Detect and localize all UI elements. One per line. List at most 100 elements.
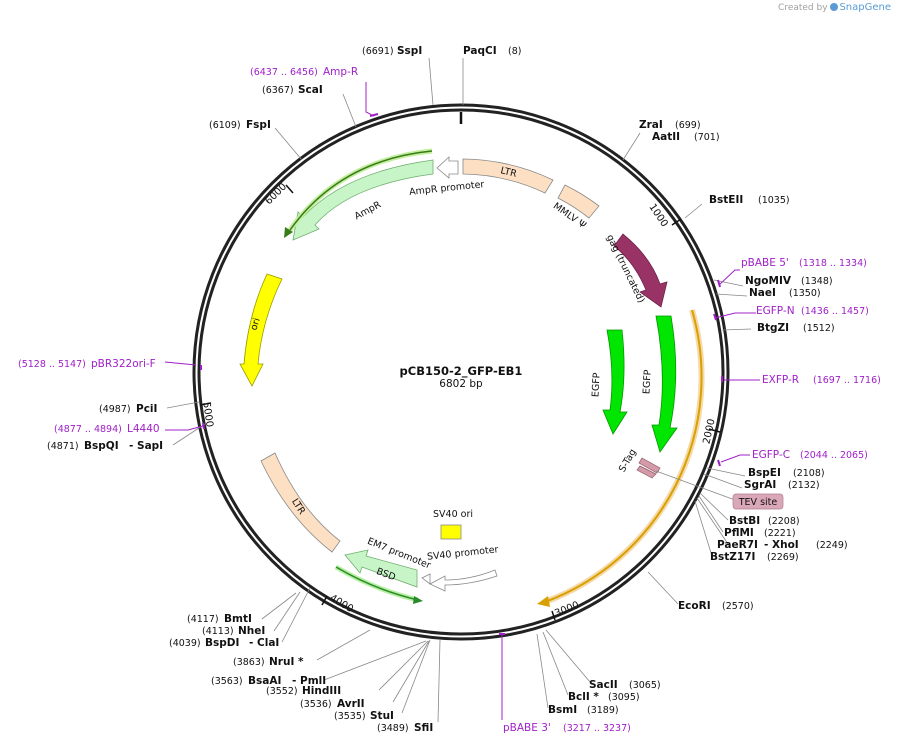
svg-text:(3065): (3065): [629, 680, 661, 691]
feature-orange-arc[interactable]: [537, 309, 705, 607]
svg-text:(6367): (6367): [262, 85, 294, 96]
svg-text:L4440: L4440: [127, 423, 160, 435]
enzyme-paer7i[interactable]: PaeR7I - XhoI (2249): [717, 539, 848, 551]
enzyme-nrui[interactable]: (3863) NruI *: [233, 656, 304, 668]
svg-text:(699): (699): [675, 120, 701, 131]
svg-text:ZraI: ZraI: [639, 119, 663, 131]
enzyme-bspdi[interactable]: (4039) BspDI - ClaI: [169, 637, 279, 649]
feature-mmlv-psi[interactable]: MMLV Ψ: [551, 184, 600, 231]
enzyme-pcii[interactable]: (4987) PciI: [99, 403, 157, 415]
svg-text:BsmI: BsmI: [548, 704, 577, 716]
enzyme-sacii[interactable]: SacII (3065): [589, 679, 661, 691]
svg-text:NgoMIV: NgoMIV: [745, 275, 792, 287]
feature-ltr-2[interactable]: LTR: [260, 452, 341, 553]
enzyme-bmti[interactable]: (4117) BmtI: [187, 613, 252, 625]
svg-text:(1035): (1035): [758, 195, 790, 206]
feature-sv40-ori[interactable]: SV40 ori: [433, 509, 473, 540]
feature-small-promoter[interactable]: [421, 573, 431, 585]
enzyme-bspqi[interactable]: (4871) BspQI - SapI: [47, 440, 163, 452]
primer-amp-r[interactable]: (6437 .. 6456) Amp-R: [250, 66, 358, 78]
tick-2000-mark: [708, 428, 721, 433]
credit-prefix: Created by: [778, 3, 828, 13]
feature-gag[interactable]: gag (truncated): [604, 233, 668, 308]
tick-6000-mark: [285, 184, 294, 194]
feature-egfp-outer[interactable]: EGFP: [641, 315, 678, 453]
feature-ampr-outer-arc[interactable]: [284, 148, 433, 238]
svg-text:- XhoI: - XhoI: [764, 539, 799, 551]
enzyme-aatii[interactable]: AatII (701): [652, 131, 720, 143]
svg-text:BstEII: BstEII: [709, 194, 743, 206]
tick-5000: 5000: [200, 401, 214, 428]
feature-ori[interactable]: ori: [239, 273, 283, 387]
primer-egfp-c[interactable]: EGFP-C (2044 .. 2065): [752, 449, 868, 461]
enzyme-ecori[interactable]: EcoRI (2570): [678, 600, 754, 612]
enzyme-pflmi[interactable]: PflMI (2221): [724, 527, 796, 539]
enzyme-zrai[interactable]: ZraI (699): [639, 119, 701, 131]
svg-text:(3095): (3095): [608, 692, 640, 703]
svg-text:(3217 .. 3237): (3217 .. 3237): [563, 723, 631, 734]
svg-text:(2108): (2108): [793, 468, 825, 479]
feature-s-tag[interactable]: S-Tag: [617, 447, 661, 479]
primer-l4440[interactable]: (4877 .. 4894) L4440: [54, 423, 160, 435]
feature-ltr-1[interactable]: LTR: [462, 158, 554, 194]
primer-pbr322ori-f[interactable]: (5128 .. 5147) pBR322ori-F: [18, 358, 156, 370]
enzyme-bsteii[interactable]: BstEII (1035): [709, 194, 790, 206]
enzyme-sspi[interactable]: (6691) SspI: [362, 45, 422, 57]
svg-text:BclI *: BclI *: [568, 691, 599, 703]
enzyme-stui[interactable]: (3535) StuI: [334, 710, 394, 722]
svg-text:EXFP-R: EXFP-R: [762, 374, 799, 386]
enzyme-sfii[interactable]: (3489) SfiI: [377, 722, 433, 734]
svg-text:(2221): (2221): [764, 528, 796, 539]
enzyme-ngomiv[interactable]: NgoMIV (1348): [745, 275, 833, 287]
svg-text:(8): (8): [508, 46, 521, 57]
enzyme-hindiii[interactable]: (3552) HindIII: [266, 685, 341, 697]
enzyme-bstz17i[interactable]: BstZ17I (2269): [710, 551, 799, 563]
tick-6000: 6000: [263, 181, 289, 207]
svg-text:(2132): (2132): [788, 480, 820, 491]
enzyme-leaders: [166, 57, 752, 723]
svg-text:BspQI: BspQI: [84, 440, 119, 452]
svg-text:SfiI: SfiI: [414, 722, 433, 734]
tick-1000-mark: [671, 218, 682, 226]
svg-text:(6691): (6691): [362, 46, 394, 57]
svg-text:(5128 .. 5147): (5128 .. 5147): [18, 359, 86, 370]
enzyme-nhei[interactable]: (4113) NheI: [202, 625, 265, 637]
enzyme-bspei[interactable]: BspEI (2108): [748, 467, 825, 479]
enzyme-btgzi[interactable]: BtgZI (1512): [757, 322, 835, 334]
svg-text:(1350): (1350): [789, 288, 821, 299]
svg-text:(2269): (2269): [767, 552, 799, 563]
svg-text:(2044 .. 2065): (2044 .. 2065): [800, 450, 868, 461]
enzyme-bstbi[interactable]: BstBI (2208): [729, 515, 800, 527]
feature-tev-site[interactable]: TEV site: [655, 470, 784, 510]
primer-exfp-r[interactable]: EXFP-R (1697 .. 1716): [762, 374, 881, 386]
plasmid-size: 6802 bp: [439, 378, 483, 390]
enzyme-sgrai[interactable]: SgrAI (2132): [744, 479, 820, 491]
svg-text:(4113): (4113): [202, 626, 234, 637]
feature-ori-label: ori: [248, 317, 262, 332]
svg-text:(2249): (2249): [816, 540, 848, 551]
primer-pbabe-5[interactable]: pBABE 5' (1318 .. 1334): [741, 257, 867, 269]
svg-text:AvrII: AvrII: [337, 698, 365, 710]
enzyme-bsmi[interactable]: BsmI (3189): [548, 704, 619, 716]
svg-text:(3563): (3563): [211, 676, 243, 687]
primer-egfp-n[interactable]: EGFP-N (1436 .. 1457): [756, 305, 869, 317]
svg-text:(3536): (3536): [300, 699, 332, 710]
feature-ampr-label: AmpR: [353, 199, 384, 222]
enzyme-scai[interactable]: (6367) ScaI: [262, 84, 323, 96]
enzyme-fspi[interactable]: (6109) FspI: [209, 119, 271, 131]
enzyme-bsaai[interactable]: (3563) BsaAI - PmlI: [211, 675, 326, 687]
feature-bsd-outer-arc[interactable]: [334, 564, 423, 604]
enzyme-avrii[interactable]: (3536) AvrII: [300, 698, 365, 710]
primer-pbabe-3[interactable]: pBABE 3' (3217 .. 3237): [503, 722, 631, 734]
feature-tev-label: TEV site: [738, 497, 778, 508]
feature-egfp-inner[interactable]: EGFP: [590, 329, 628, 435]
svg-text:(3489): (3489): [377, 723, 409, 734]
svg-text:NheI: NheI: [238, 625, 265, 637]
svg-text:EcoRI: EcoRI: [678, 600, 711, 612]
enzyme-paqci[interactable]: PaqCI (8): [463, 45, 521, 57]
feature-sv40-promoter[interactable]: SV40 promoter: [427, 544, 500, 592]
svg-text:NruI *: NruI *: [269, 656, 304, 668]
enzyme-naei[interactable]: NaeI (1350): [749, 287, 821, 299]
enzyme-bcli[interactable]: BclI * (3095): [568, 691, 640, 703]
